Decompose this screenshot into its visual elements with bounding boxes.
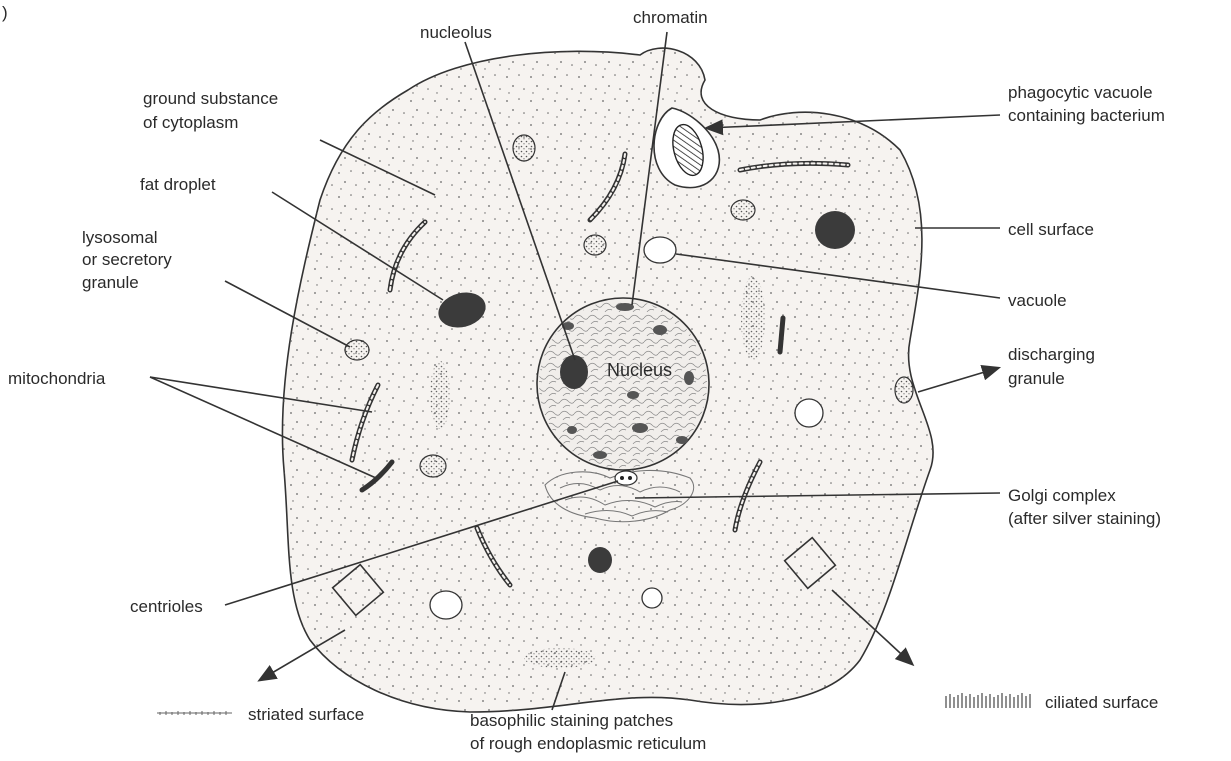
label-nucleolus: nucleolus <box>420 23 492 42</box>
label-phagocytic-2: containing bacterium <box>1008 106 1165 125</box>
label-ciliated-surface: ciliated surface <box>1045 693 1158 712</box>
label-nucleus: Nucleus <box>607 360 672 380</box>
label-phagocytic-1: phagocytic vacuole <box>1008 83 1153 102</box>
nucleolus-body <box>560 355 588 389</box>
ciliated-texture <box>946 693 1030 708</box>
striated-texture <box>157 711 232 715</box>
figure-marker: ) <box>2 3 8 22</box>
label-centrioles: centrioles <box>130 597 203 616</box>
label-ground-substance-1: ground substance <box>143 89 278 108</box>
label-basophilic-2: of rough endoplasmic reticulum <box>470 734 706 753</box>
label-lysosomal-1: lysosomal <box>82 228 158 247</box>
label-fat-droplet: fat droplet <box>140 175 216 194</box>
centriole-dot <box>620 476 624 480</box>
label-lysosomal-3: granule <box>82 273 139 292</box>
label-cell-surface: cell surface <box>1008 220 1094 239</box>
label-chromatin: chromatin <box>633 8 708 27</box>
label-golgi-2: (after silver staining) <box>1008 509 1161 528</box>
label-golgi-1: Golgi complex <box>1008 486 1116 505</box>
label-striated-surface: striated surface <box>248 705 364 724</box>
label-discharging-2: granule <box>1008 369 1065 388</box>
label-discharging-1: discharging <box>1008 345 1095 364</box>
fat-droplet-2 <box>815 211 855 249</box>
label-basophilic-1: basophilic staining patches <box>470 711 673 730</box>
label-lysosomal-2: or secretory <box>82 250 172 269</box>
label-mitochondria: mitochondria <box>8 369 106 388</box>
label-vacuole: vacuole <box>1008 291 1067 310</box>
label-ground-substance-2: of cytoplasm <box>143 113 238 132</box>
fat-droplet-3 <box>588 547 612 573</box>
